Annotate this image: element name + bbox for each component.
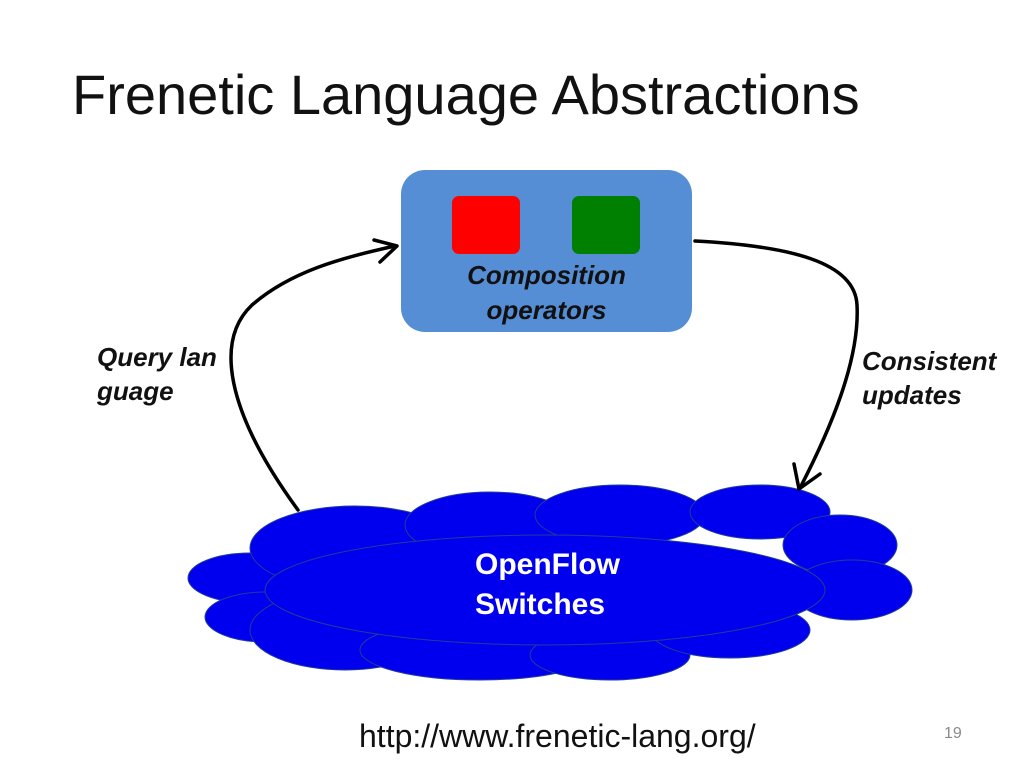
red-policy-square xyxy=(452,196,520,254)
composition-label: Composition operators xyxy=(401,258,692,328)
consistent-updates-label: Consistent updates xyxy=(862,344,1022,412)
query-language-arrow xyxy=(229,244,397,512)
composition-box xyxy=(401,170,692,332)
green-policy-square xyxy=(572,196,640,254)
composition-label-line2: operators xyxy=(486,295,607,325)
cloud-label-line1: OpenFlow xyxy=(475,548,620,581)
consistent-updates-arrow xyxy=(693,239,859,490)
composition-label-line1: Composition xyxy=(467,260,626,290)
cloud-label-line2: Switches xyxy=(475,588,606,621)
consistent-updates-line1: Consistent xyxy=(862,346,997,376)
query-language-label: Query language xyxy=(97,342,217,406)
updates-arrowhead xyxy=(792,462,822,491)
frenetic-url-link[interactable]: http://www.frenetic-lang.org/ xyxy=(359,718,756,754)
slide-number: 19 xyxy=(944,725,962,742)
cloud-label: OpenFlow Switches xyxy=(475,545,620,625)
openflow-cloud xyxy=(187,484,913,681)
query-arrowhead xyxy=(372,238,399,264)
slide-title: Frenetic Language Abstractions xyxy=(72,63,860,126)
consistent-updates-line2: updates xyxy=(862,380,962,410)
